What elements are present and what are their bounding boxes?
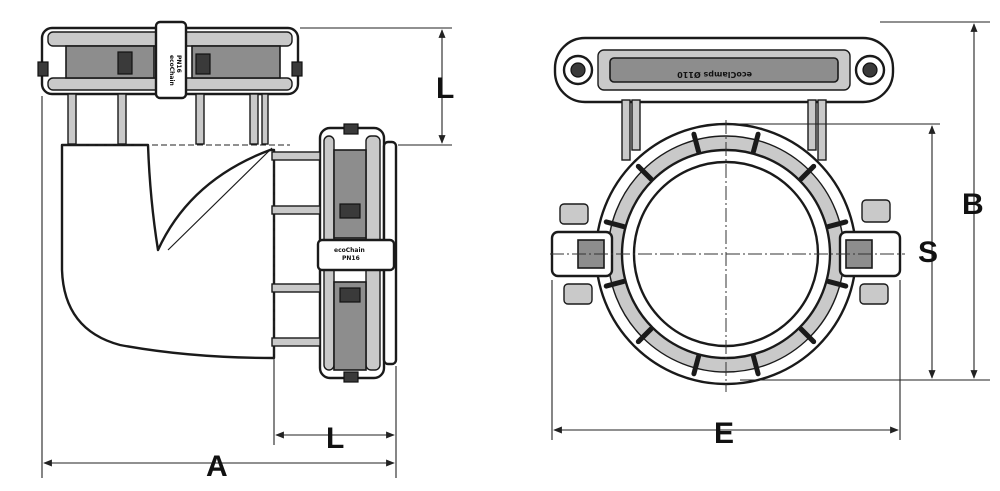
coupling-rib (635, 163, 654, 182)
front-right-bolt-lower (859, 283, 889, 305)
side-brand-text: ecoChain (334, 247, 365, 254)
coupling-rib (603, 278, 627, 289)
elbow-center-line (167, 147, 273, 251)
side-clamp-upper-bolt (339, 203, 361, 219)
top-clamp-left-segment (65, 45, 155, 79)
top-clamp-left-nut (37, 61, 49, 77)
coupling-rib (750, 131, 761, 155)
side-pressure-text: PN16 (342, 255, 360, 262)
coupling-rib (825, 219, 849, 230)
top-clamp-center-ring (154, 20, 188, 100)
dim-l-horizontal-label: L (326, 422, 344, 455)
front-top-clamp-inner (609, 57, 839, 83)
side-clamp-lower-bolt (339, 287, 361, 303)
coupling-rib (750, 353, 761, 377)
front-coupling-ribs (603, 131, 849, 377)
side-clamp-bottom-nut (343, 371, 359, 383)
front-top-right-bolt (862, 62, 878, 78)
front-left-bolt-lower (563, 283, 593, 305)
side-clamp-studs (271, 151, 321, 347)
top-clamp-left-bolt (117, 51, 133, 75)
side-clamp-center-ring (316, 238, 396, 272)
coupling-rib (798, 163, 817, 182)
front-top-left-bolt (570, 62, 586, 78)
dim-b-label: B (962, 188, 984, 221)
coupling-rib (603, 219, 627, 230)
side-clamp-top-nut (343, 123, 359, 135)
dim-l-vertical-label: L (436, 72, 454, 105)
elbow-side-view: ecoChain PN16 ecoChain PN16 (37, 20, 454, 483)
coupling-rib (691, 131, 702, 155)
side-clamp-upper-segment (333, 149, 367, 239)
front-left-bolt-upper (559, 203, 589, 225)
front-saddle-studs (621, 99, 827, 161)
top-clamp-right-bolt (195, 53, 211, 75)
coupling-rib (691, 353, 702, 377)
top-clamp-right-nut (291, 61, 303, 77)
front-view: ecoClamps Ø110 (550, 21, 990, 450)
front-label-text: ecoClamps Ø110 (677, 70, 752, 80)
coupling-rib (635, 326, 654, 345)
top-clamp-studs (67, 93, 269, 145)
top-brand-text: ecoChain (168, 55, 175, 86)
top-pressure-text: PN16 (175, 55, 182, 73)
coupling-rib (825, 278, 849, 289)
coupling-rib (798, 326, 817, 345)
dim-a-label: A (206, 450, 228, 483)
front-right-bolt-upper (861, 199, 891, 223)
dim-s-label: S (918, 236, 938, 269)
dim-e-label: E (714, 417, 734, 450)
side-clamp-lower-segment (333, 281, 367, 371)
